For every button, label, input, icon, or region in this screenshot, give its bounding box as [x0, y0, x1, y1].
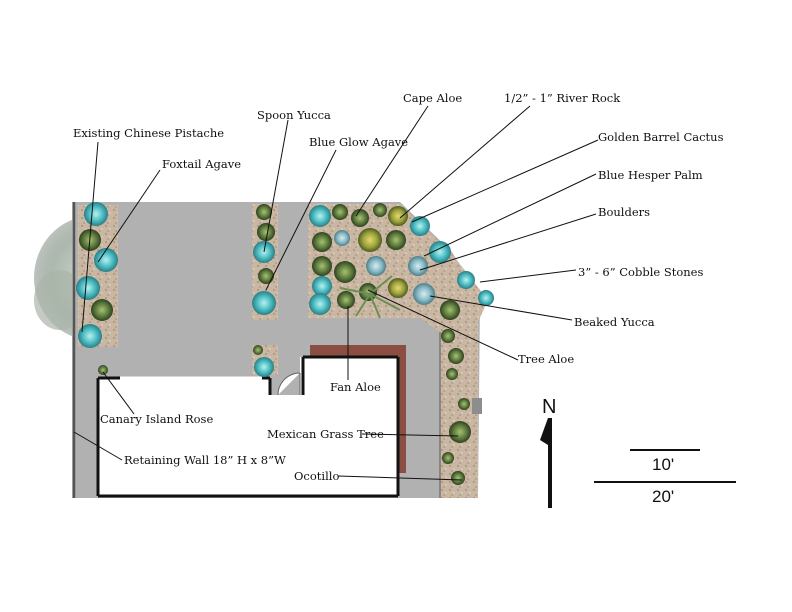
label-canary-island-rose: Canary Island Rose [100, 412, 213, 426]
north-arrow-label: N [542, 396, 556, 418]
label-fan-aloe: Fan Aloe [330, 380, 381, 394]
spoon-yucca-plants [252, 204, 276, 377]
label-cobble-stones: 3” - 6” Cobble Stones [578, 265, 703, 279]
canary-rose-plant [98, 365, 108, 375]
label-ocotillo: Ocotillo [294, 469, 339, 483]
scale-bar-20-label: 20' [652, 487, 674, 506]
leader-lines [73, 105, 599, 481]
north-arrow: N [540, 396, 556, 508]
label-cape-aloe: Cape Aloe [403, 91, 462, 105]
label-mexican-grass-tree: Mexican Grass Tree [267, 427, 384, 441]
label-blue-glow-agave: Blue Glow Agave [309, 135, 408, 149]
label-spoon-yucca: Spoon Yucca [257, 108, 331, 122]
east-bed-plants [441, 329, 471, 485]
label-tree-aloe: Tree Aloe [518, 352, 574, 366]
scale-bar: 10' 20' [594, 449, 736, 506]
label-beaked-yucca: Beaked Yucca [574, 315, 655, 329]
label-river-rock: 1/2” - 1” River Rock [504, 91, 621, 105]
label-foxtail-agave: Foxtail Agave [162, 157, 241, 171]
northeast-bed-plants [309, 203, 494, 320]
scale-bar-10-label: 10' [652, 455, 674, 474]
label-golden-barrel-cactus: Golden Barrel Cactus [598, 130, 724, 144]
label-existing-chinese-pistache: Existing Chinese Pistache [73, 126, 224, 140]
label-boulders: Boulders [598, 205, 650, 219]
label-retaining-wall: Retaining Wall 18” H x 8”W [124, 453, 286, 467]
house-footprint [96, 355, 400, 498]
west-planting-bed [78, 205, 118, 347]
label-blue-hesper-palm: Blue Hesper Palm [598, 168, 703, 182]
